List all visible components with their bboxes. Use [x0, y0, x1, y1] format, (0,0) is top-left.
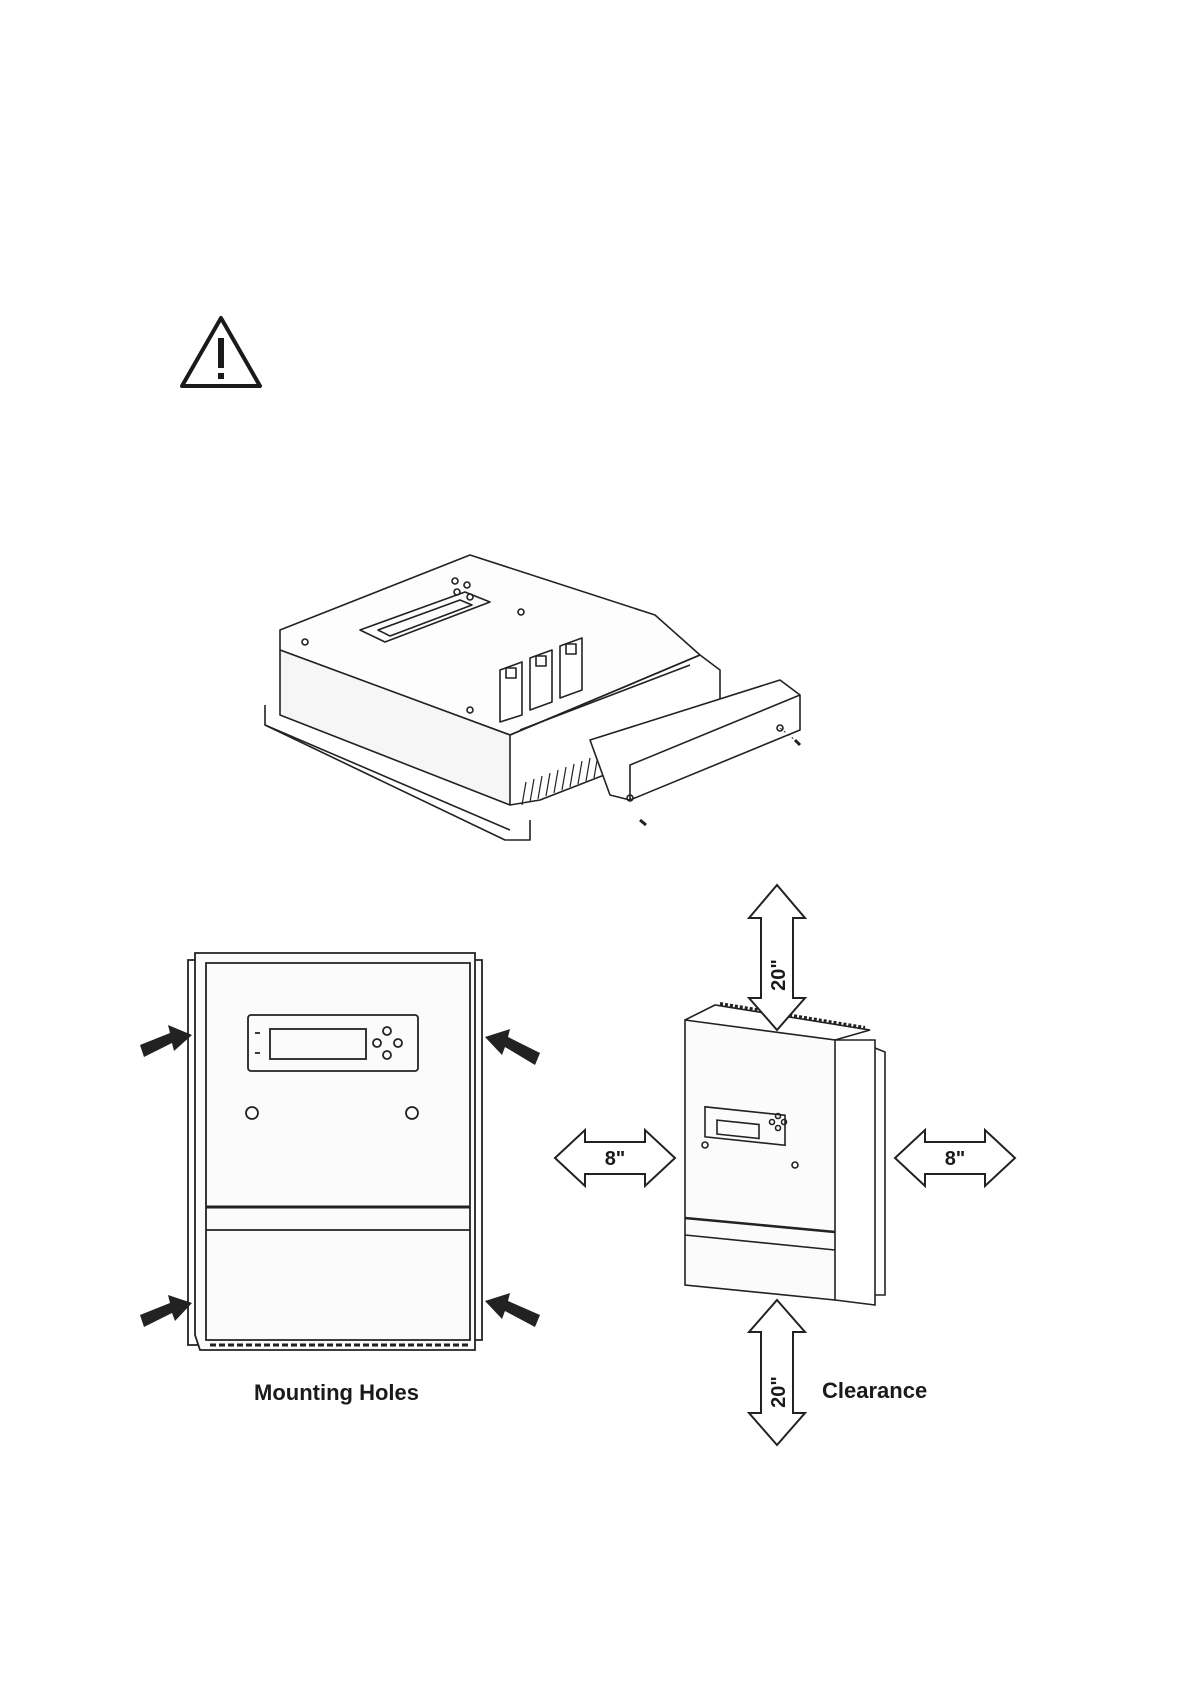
mounting-holes-caption: Mounting Holes	[254, 1380, 419, 1406]
charge-controller-perspective-icon: 20" 20" 8" 8"	[545, 880, 1045, 1450]
clearance-bottom-label: 20"	[768, 1376, 790, 1408]
charge-controller-front-icon	[130, 945, 560, 1365]
clearance-left-label: 8"	[605, 1148, 626, 1170]
clearance-caption: Clearance	[822, 1378, 927, 1404]
clearance-top-label: 20"	[768, 959, 790, 991]
charge-controller-open-cover-icon	[260, 550, 880, 890]
warning-triangle-icon	[178, 314, 264, 390]
clearance-right-label: 8"	[945, 1148, 966, 1170]
